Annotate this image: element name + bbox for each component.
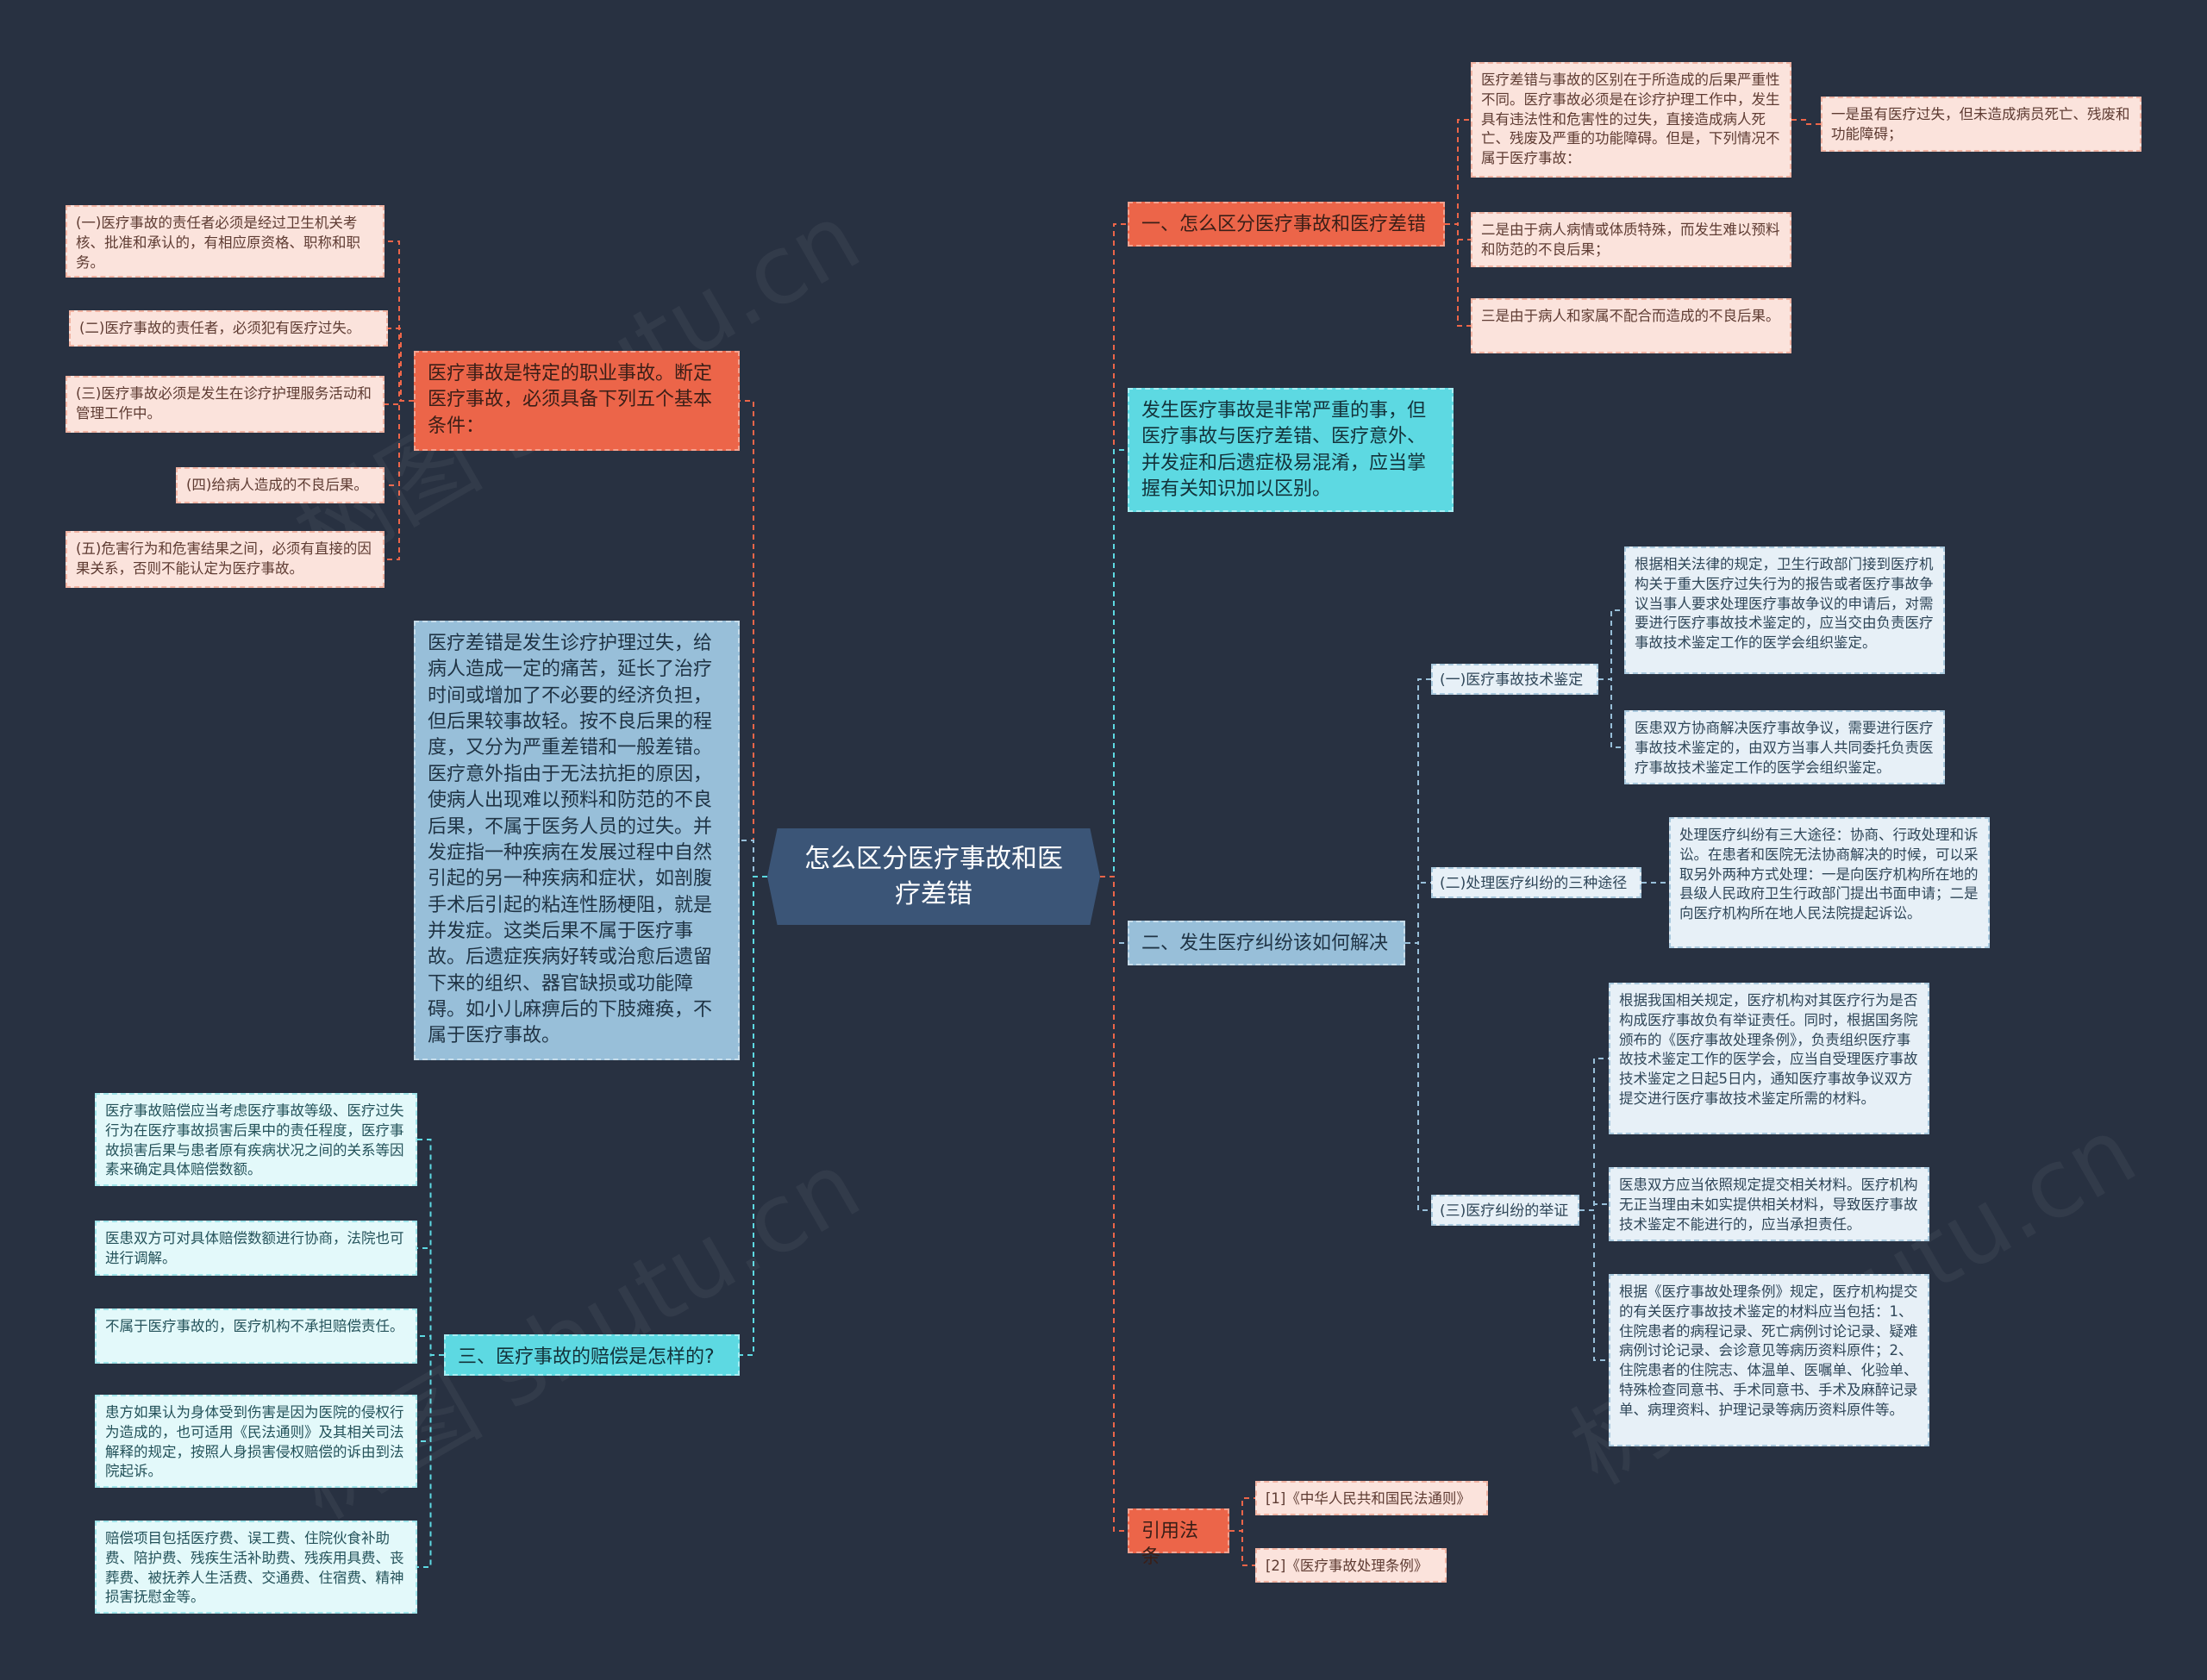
leaf-condition-1[interactable]: (一)医疗事故的责任者必须是经过卫生机关考核、批准和承认的，有相应原资格、职称和… [66, 205, 385, 278]
connector-line [1579, 1058, 1609, 1211]
topic-dispute[interactable]: 二、发生医疗纠纷该如何解决 [1128, 921, 1405, 965]
connector-line [1100, 449, 1128, 877]
leaf-compensation-2[interactable]: 医患双方可对具体赔偿数额进行协商，法院也可进行调解。 [95, 1221, 417, 1276]
topic-laws[interactable]: 引用法条 [1128, 1508, 1229, 1568]
connector-line [1229, 1530, 1255, 1566]
leaf-three-ways[interactable]: 处理医疗纠纷有三大途径：协商、行政处理和诉讼。在患者和医院无法协商解决的时候，可… [1669, 817, 1990, 948]
connector-line [1791, 119, 1821, 125]
connector-line [1445, 119, 1471, 225]
connector-line [1579, 1209, 1609, 1361]
leaf-appraisal-2[interactable]: 医患双方协商解决医疗事故争议，需要进行医疗事故技术鉴定的，由双方当事人共同委托负… [1624, 710, 1945, 784]
leaf-proof-2[interactable]: 医患双方应当依照规定提交相关材料。医疗机构无正当理由未如实提供相关材料，导致医疗… [1609, 1167, 1929, 1241]
leaf-distinguish-3[interactable]: 三是由于病人和家属不配合而造成的不良后果。 [1471, 298, 1791, 353]
leaf-condition-5[interactable]: (五)危害行为和危害结果之间，必须有直接的因果关系，否则不能认定为医疗事故。 [66, 531, 385, 588]
leaf-compensation-3[interactable]: 不属于医疗事故的，医疗机构不承担赔偿责任。 [95, 1308, 417, 1364]
connector-line [1100, 876, 1128, 944]
connector-line [417, 1139, 444, 1356]
topic-distinguish[interactable]: 一、怎么区分医疗事故和医疗差错 [1128, 202, 1445, 247]
leaf-condition-2[interactable]: (二)医疗事故的责任者，必须犯有医疗过失。 [69, 310, 388, 347]
leaf-compensation-1[interactable]: 医疗事故赔偿应当考虑医疗事故等级、医疗过失行为在医疗事故损害后果中的责任程度，医… [95, 1093, 417, 1186]
connector-line [385, 240, 414, 402]
leaf-distinguish-sub[interactable]: 一是虽有医疗过失，但未造成病员死亡、残废和功能障碍； [1821, 97, 2141, 152]
connector-line [385, 400, 414, 560]
connector-line [1405, 882, 1431, 944]
topic-intro[interactable]: 发生医疗事故是非常严重的事，但医疗事故与医疗差错、医疗意外、并发症和后遗症极易混… [1128, 388, 1454, 512]
sub-burden-of-proof[interactable]: (三)医疗纠纷的举证 [1431, 1195, 1579, 1226]
connector-line [740, 840, 767, 877]
connector-line [1405, 942, 1431, 1211]
leaf-proof-1[interactable]: 根据我国相关规定，医疗机构对其医疗行为是否构成医疗事故负有举证责任。同时，根据国… [1609, 983, 1929, 1134]
connector-line [740, 400, 767, 877]
leaf-appraisal-1[interactable]: 根据相关法律的规定，卫生行政部门接到医疗机构关于重大医疗过失行为的报告或者医疗事… [1624, 546, 1945, 674]
connector-line [1579, 1203, 1609, 1211]
connector-line [740, 876, 767, 1356]
leaf-law-1[interactable]: [1]《中华人民共和国民法通则》 [1255, 1481, 1488, 1515]
sub-three-ways[interactable]: (二)处理医疗纠纷的三种途径 [1431, 867, 1641, 898]
connector-line [417, 1354, 444, 1442]
topic-error-definition[interactable]: 医疗差错是发生诊疗护理过失，给病人造成一定的痛苦，延长了治疗时间或增加了不必要的… [414, 621, 740, 1060]
leaf-condition-4[interactable]: (四)给病人造成的不良后果。 [176, 467, 385, 503]
topic-compensation[interactable]: 三、医疗事故的赔偿是怎样的? [444, 1334, 740, 1376]
connector-line [417, 1247, 444, 1356]
leaf-condition-3[interactable]: (三)医疗事故必须是发生在诊疗护理服务活动和管理工作中。 [66, 376, 385, 433]
root-topic[interactable]: 怎么区分医疗事故和医疗差错 [767, 828, 1100, 925]
topic-accident-conditions[interactable]: 医疗事故是特定的职业事故。断定医疗事故，必须具备下列五个基本条件： [414, 351, 740, 451]
connector-line [417, 1335, 444, 1356]
sub-technical-appraisal[interactable]: (一)医疗事故技术鉴定 [1431, 664, 1598, 695]
connector-line [388, 328, 414, 402]
leaf-compensation-4[interactable]: 患方如果认为身体受到伤害是因为医院的侵权行为造成的，也可适用《民法通则》及其相关… [95, 1395, 417, 1488]
leaf-law-2[interactable]: [2]《医疗事故处理条例》 [1255, 1548, 1447, 1583]
leaf-distinguish-1[interactable]: 医疗差错与事故的区别在于所造成的后果严重性不同。医疗事故必须是在诊疗护理工作中，… [1471, 62, 1791, 178]
leaf-distinguish-2[interactable]: 二是由于病人病情或体质特殊，而发生难以预料和防范的不良后果； [1471, 212, 1791, 267]
connector-line [1100, 223, 1128, 877]
connector-line [1229, 1497, 1255, 1532]
leaf-compensation-5[interactable]: 赔偿项目包括医疗费、误工费、住院伙食补助费、陪护费、残疾生活补助费、残疾用具费、… [95, 1521, 417, 1614]
connector-line [417, 1354, 444, 1568]
connector-line [1405, 678, 1431, 944]
connector-line [1598, 609, 1624, 680]
connector-line [1598, 678, 1624, 748]
connector-line [1100, 876, 1128, 1532]
leaf-proof-3[interactable]: 根据《医疗事故处理条例》规定，医疗机构提交的有关医疗事故技术鉴定的材料应当包括：… [1609, 1274, 1929, 1446]
